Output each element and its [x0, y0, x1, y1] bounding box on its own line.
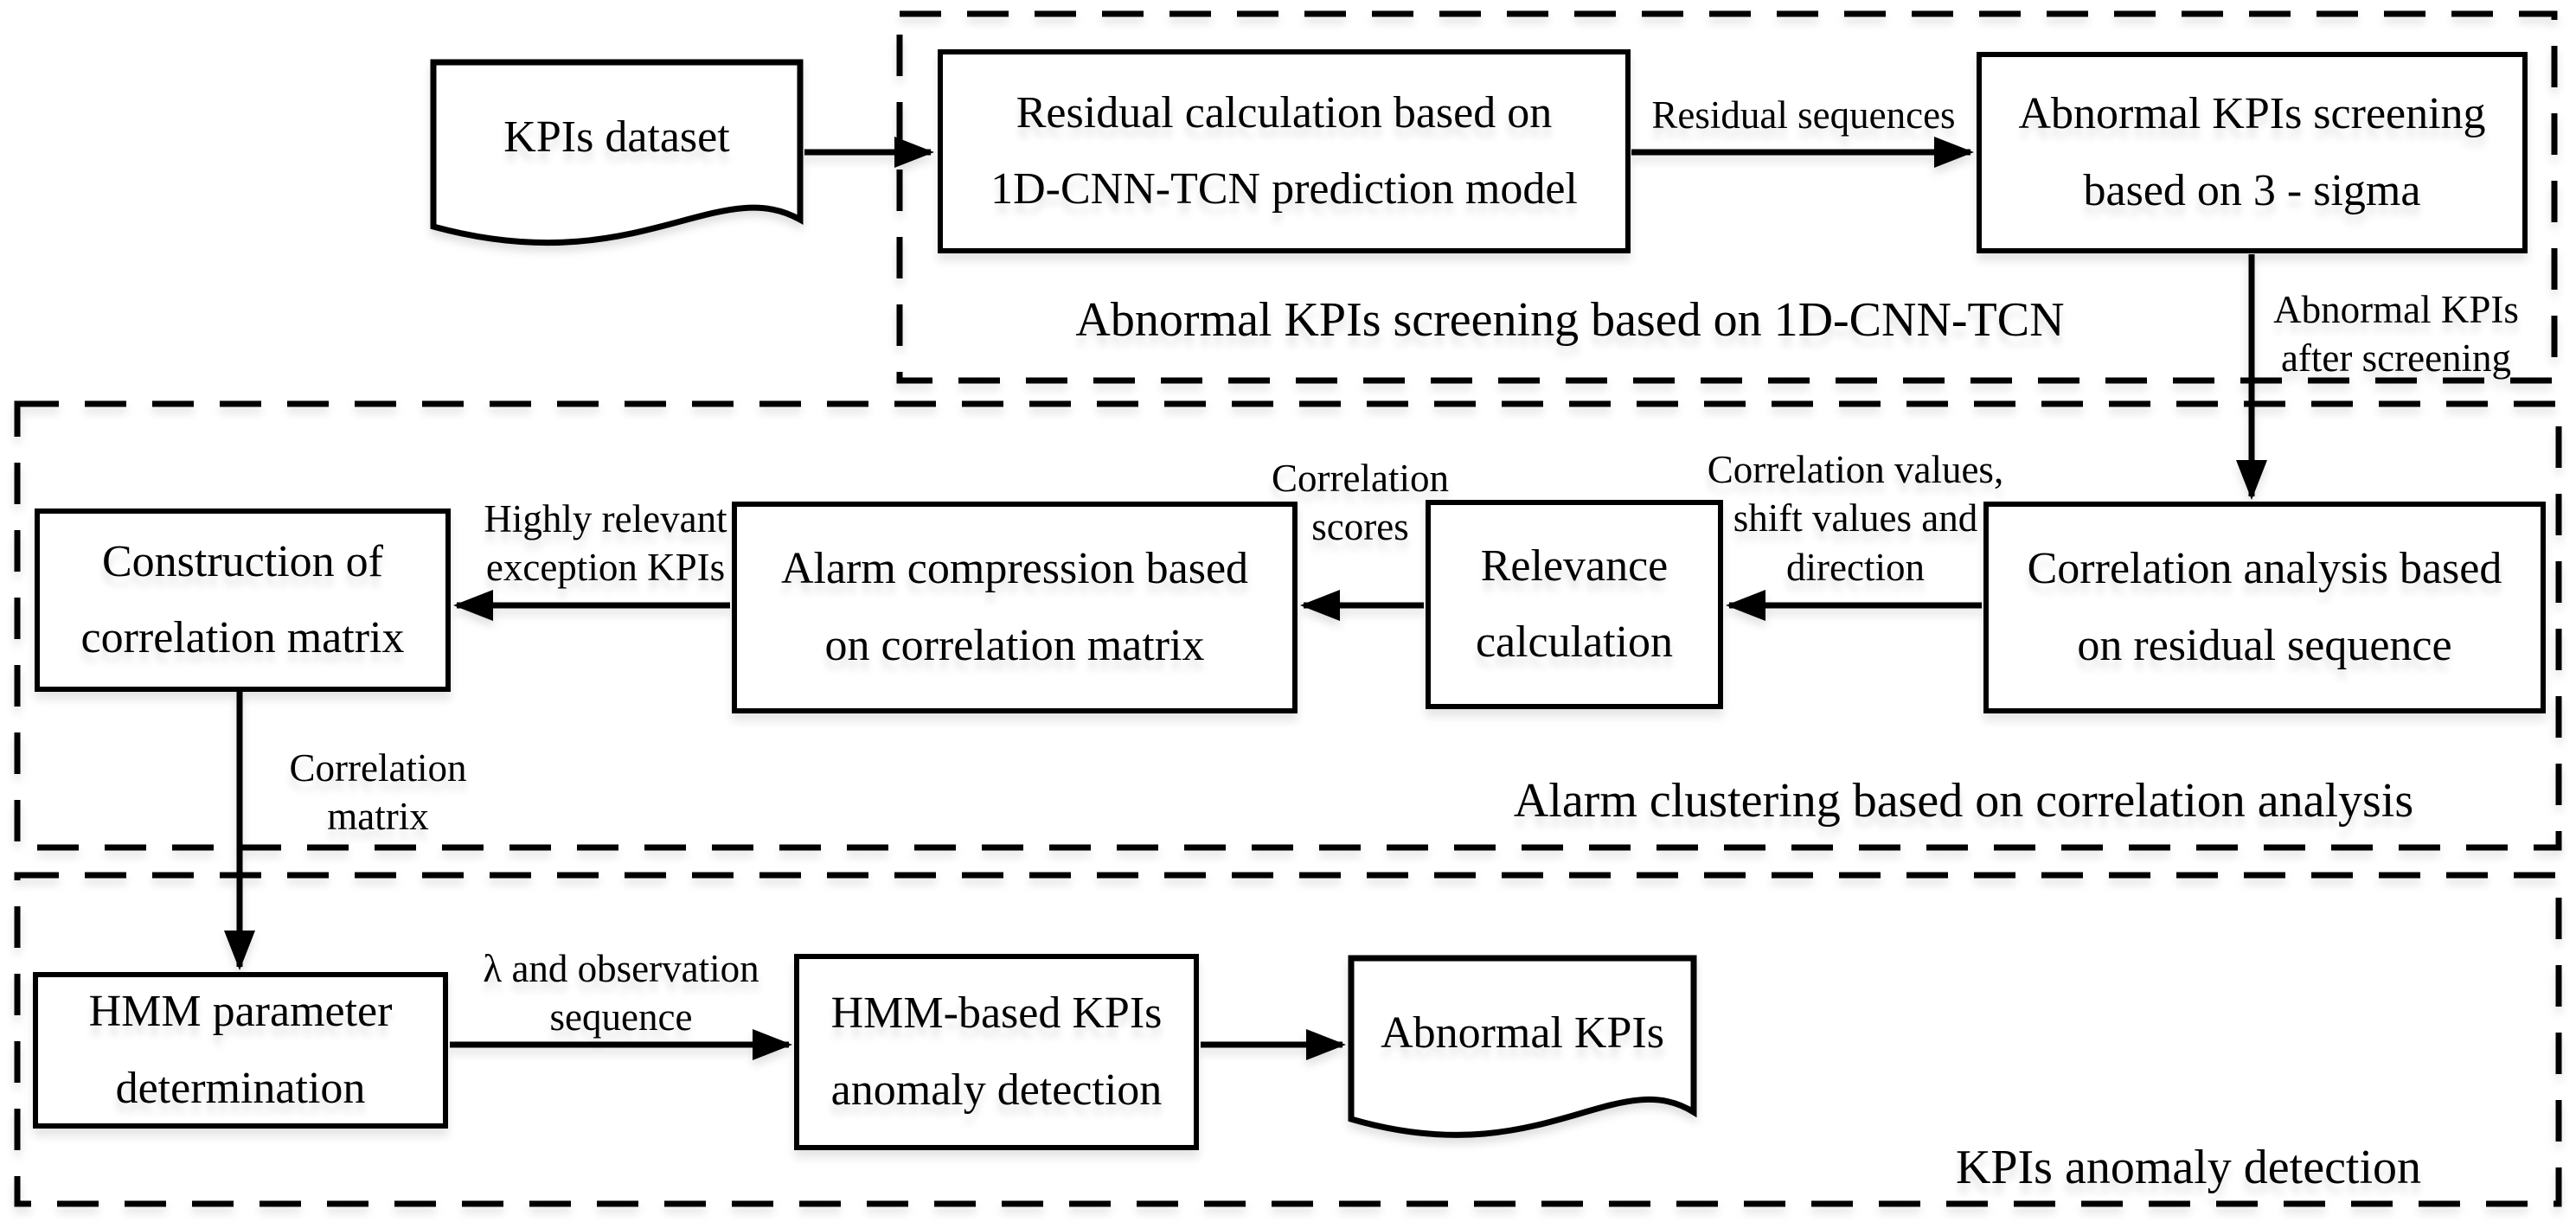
node-label-line2: on residual sequence — [2077, 620, 2452, 670]
edge-label-residual-sequences: Residual sequences — [1651, 93, 1956, 137]
node-correlation-analysis: Correlation analysis based on residual s… — [1983, 502, 2546, 713]
node-label-line1: Residual calculation based on — [1016, 87, 1553, 138]
node-abnormal-kpis-screening: Abnormal KPIs screening based on 3 - sig… — [1977, 52, 2528, 253]
section-label-clustering: Alarm clustering based on correlation an… — [1513, 774, 2414, 828]
node-label-line2: based on 3 - sigma — [2083, 165, 2421, 215]
node-label-line1: Correlation analysis based — [2027, 544, 2502, 594]
node-construction-correlation-matrix: Construction of correlation matrix — [35, 508, 451, 692]
section-label-detection: KPIs anomaly detection — [1955, 1141, 2422, 1194]
node-hmm-anomaly-detection: HMM-based KPIs anomaly detection — [794, 954, 1199, 1150]
edge-label-correlation-values: Correlation values, shift values and dir… — [1707, 448, 2004, 589]
node-label-line2: determination — [115, 1063, 366, 1113]
node-label: KPIs dataset — [503, 112, 730, 162]
node-label-line1: Relevance — [1480, 540, 1669, 591]
node-residual-calculation: Residual calculation based on 1D-CNN-TCN… — [938, 49, 1631, 253]
node-abnormal-kpis-output: Abnormal KPIs — [1348, 955, 1697, 1155]
node-alarm-compression: Alarm compression based on correlation m… — [732, 502, 1298, 713]
document-shape — [1348, 955, 1697, 1138]
node-label-line2: 1D-CNN-TCN prediction model — [990, 164, 1578, 214]
node-label: Abnormal KPIs — [1381, 1007, 1664, 1058]
edge-label-correlation-scores: Correlation scores — [1272, 457, 1449, 549]
node-label-line2: calculation — [1475, 617, 1674, 667]
node-label-line1: Alarm compression based — [780, 544, 1249, 594]
edge-label-highly-relevant: Highly relevant exception KPIs — [484, 497, 727, 590]
node-relevance-calculation: Relevance calculation — [1426, 500, 1723, 709]
section-label-screening: Abnormal KPIs screening based on 1D-CNN-… — [1075, 293, 2065, 347]
section-clustering-border — [14, 400, 2562, 851]
node-label-line1: Abnormal KPIs screening — [2018, 89, 2486, 139]
node-label-line1: HMM parameter — [88, 987, 393, 1037]
node-label-line2: correlation matrix — [80, 613, 405, 662]
node-label-line2: on correlation matrix — [824, 620, 1205, 670]
node-label-line1: HMM-based KPIs — [830, 988, 1163, 1039]
node-label-line1: Construction of — [102, 536, 383, 586]
node-kpis-dataset: KPIs dataset — [430, 59, 804, 259]
node-label-line2: anomaly detection — [830, 1065, 1163, 1115]
edge-label-lambda-observation: λ and observation sequence — [483, 947, 759, 1039]
section-detection-border — [14, 872, 2562, 1207]
edge-label-abnormal-after-screening: Abnormal KPIs after screening — [2273, 288, 2519, 381]
document-shape — [430, 59, 804, 246]
section-screening-border — [896, 10, 2558, 384]
node-hmm-parameter-determination: HMM parameter determination — [33, 972, 448, 1129]
edge-label-correlation-matrix: Correlation matrix — [289, 746, 467, 839]
